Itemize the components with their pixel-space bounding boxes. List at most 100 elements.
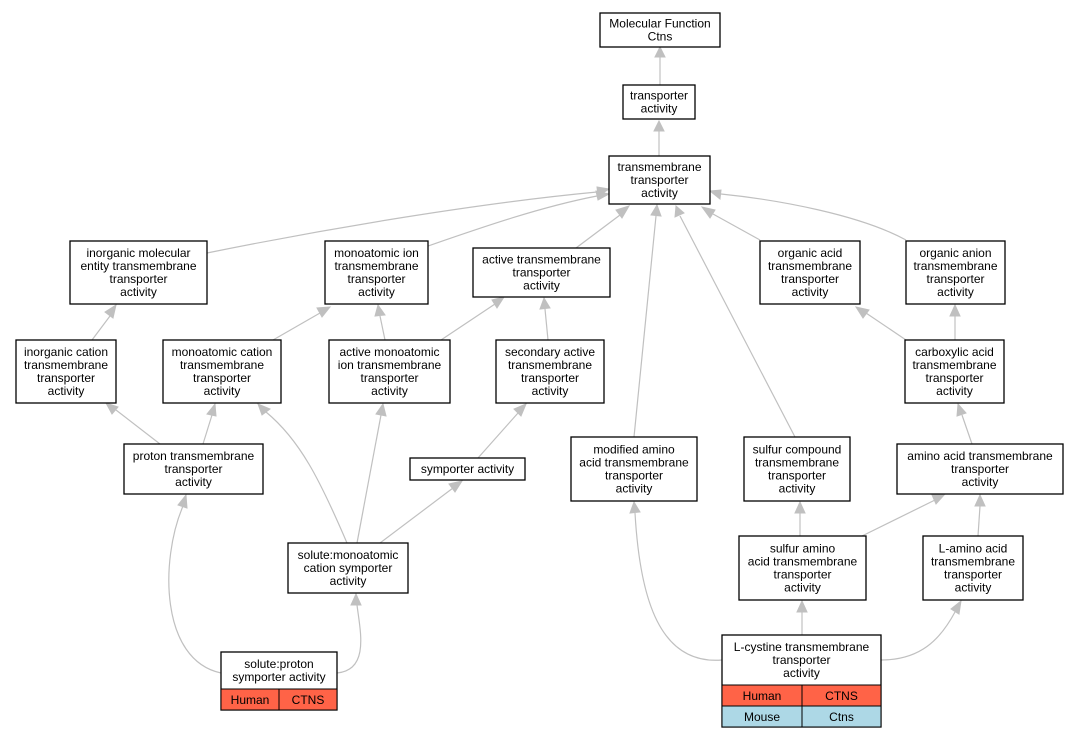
node-box [15, 339, 117, 404]
arrowhead [206, 402, 217, 417]
node-label-line: activity [48, 384, 85, 398]
gene-label: CTNS [292, 693, 325, 707]
annotation-row-mouse: Mouse Ctns [721, 705, 882, 728]
node-label-line: inorganic cation [24, 345, 108, 359]
gene-label: Ctns [829, 710, 854, 724]
go-term-node-icta[interactable]: inorganic cationtransmembranetransporter… [15, 339, 117, 404]
node-label-line: transmembrane [24, 358, 108, 372]
edge-scta-to-tmta [674, 204, 796, 438]
node-label-line: inorganic molecular [86, 246, 190, 260]
arrowhead [513, 403, 527, 417]
arrowhead [650, 203, 662, 217]
node-label-line: transporter [512, 266, 570, 280]
node-label-line: organic acid [778, 246, 843, 260]
node-label-line: monoatomic cation [172, 345, 273, 359]
go-term-node-oanta[interactable]: organic aniontransmembranetransporteract… [905, 240, 1006, 305]
go-term-node-oatta[interactable]: organic acidtransmembranetransporteracti… [759, 240, 861, 305]
go-term-node-aata[interactable]: amino acid transmembranetransporteractiv… [896, 443, 1064, 495]
node-label-line: transporter [781, 272, 839, 286]
arrowhead [708, 189, 722, 200]
node-label-line: transporter [773, 568, 831, 582]
go-term-node-moitta[interactable]: monoatomic iontransmembranetransporterac… [324, 240, 429, 305]
edge-tmta-to-ta [653, 119, 665, 156]
node-label-line: activity [616, 482, 653, 496]
go-term-node-lcys[interactable]: L-cystine transmembranetransporteractivi… [721, 634, 882, 728]
node-box [743, 436, 851, 502]
arrowhead [700, 206, 716, 219]
node-label-line: activity [641, 186, 678, 200]
arrowhead [104, 303, 117, 319]
edge-cata-to-oanta [949, 303, 961, 340]
node-label-line: modified amino [593, 443, 675, 457]
edge-laata-to-aata [974, 493, 986, 537]
node-box [328, 339, 451, 404]
arrowhead [931, 493, 947, 505]
edge-cata-to-oatta [854, 306, 907, 341]
node-label-line: activity [358, 285, 395, 299]
node-label-line: transporter [37, 371, 95, 385]
node-label-line: transmembrane [913, 259, 997, 273]
node-label-line: secondary active [505, 345, 595, 359]
arrowhead [491, 296, 506, 309]
node-label-line: activity [523, 279, 560, 293]
node-label-line: transmembrane [334, 259, 418, 273]
graph-edges [91, 45, 986, 674]
edge-lcys-to-laata [880, 599, 962, 661]
node-label-line: activity [962, 475, 999, 489]
node-label-line: symporter activity [232, 670, 325, 684]
species-label: Human [231, 693, 270, 707]
edge-smcs-to-sym [379, 480, 464, 544]
node-box [904, 339, 1005, 404]
node-label-line: transporter [164, 462, 222, 476]
arrowhead [539, 296, 551, 310]
node-label-line: organic anion [919, 246, 991, 260]
node-label-line: solute:proton [244, 657, 313, 671]
node-label-line: activity [955, 581, 992, 595]
node-label-line: monoatomic ion [334, 246, 419, 260]
graph-nodes: Molecular FunctionCtnstransporteractivit… [15, 12, 1064, 728]
arrowhead [104, 402, 119, 415]
arrowhead [448, 480, 464, 493]
node-label-line: carboxylic acid [915, 345, 994, 359]
arrowhead [615, 205, 631, 219]
node-label-line: transporter [944, 568, 1002, 582]
node-box [608, 155, 711, 205]
node-box [570, 436, 698, 502]
node-box [622, 84, 696, 120]
species-label: Human [743, 689, 782, 703]
go-term-node-sym[interactable]: symporter activity [409, 457, 526, 481]
node-box [123, 443, 264, 495]
arrowhead [375, 402, 387, 417]
node-label-line: activity [532, 384, 569, 398]
edge-lcys-to-saata [796, 599, 808, 635]
node-label-line: transporter [630, 89, 688, 103]
arrowhead [949, 303, 961, 317]
arrowhead [177, 493, 188, 509]
go-term-node-laata[interactable]: L-amino acidtransmembranetransporteracti… [922, 535, 1024, 601]
node-label-line: activity [779, 482, 816, 496]
go-term-node-cata[interactable]: carboxylic acidtransmembranetransportera… [904, 339, 1005, 404]
node-label-line: ion transmembrane [338, 358, 442, 372]
node-label-line: transporter [605, 469, 663, 483]
edge-maata-to-tmta [633, 203, 662, 438]
go-term-node-scta[interactable]: sulfur compoundtransmembranetransportera… [743, 436, 851, 502]
go-term-node-mcta[interactable]: monoatomic cationtransmembranetransporte… [162, 339, 282, 404]
node-label-line: transmembrane [617, 160, 701, 174]
species-label: Mouse [744, 710, 780, 724]
edge-atta-to-tmta [575, 205, 631, 249]
edge-oanta-to-tmta [708, 189, 907, 241]
go-term-node-satta[interactable]: secondary activetransmembranetransporter… [495, 339, 605, 404]
node-label-line: activity [936, 384, 973, 398]
